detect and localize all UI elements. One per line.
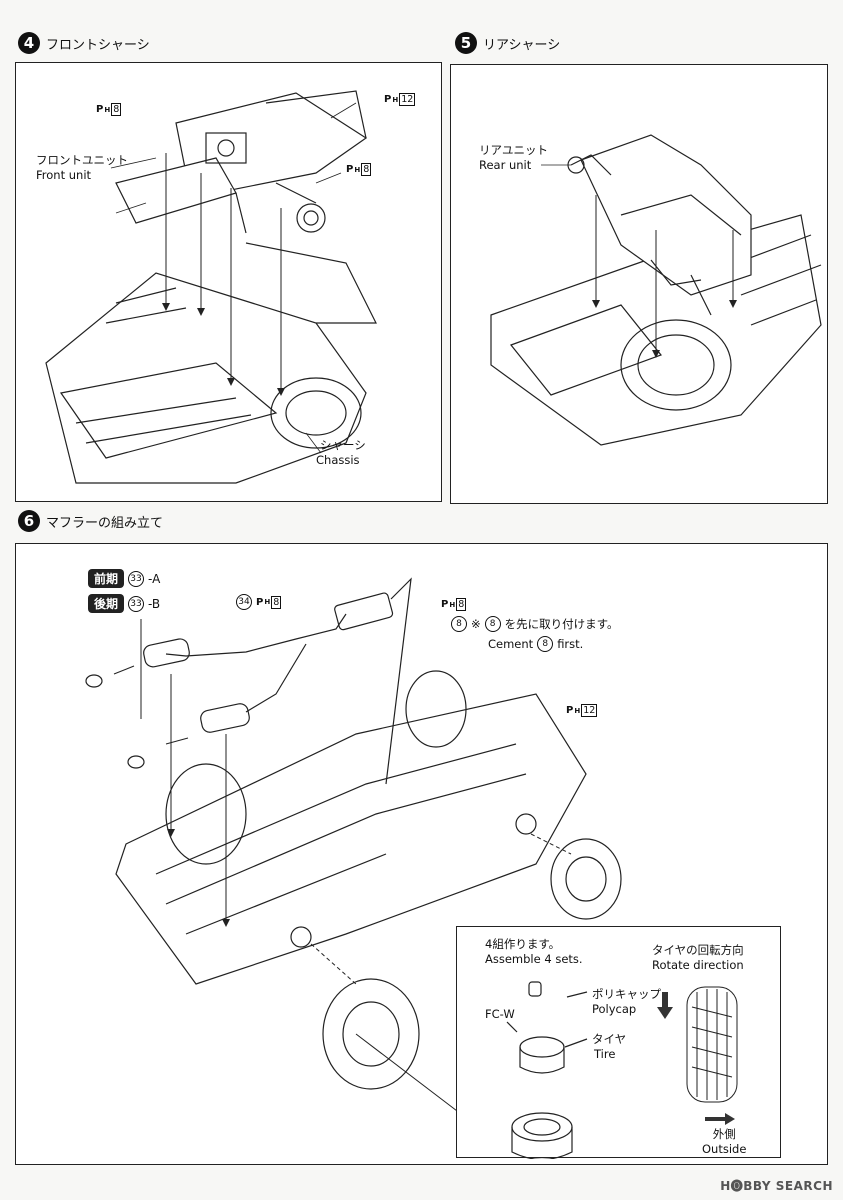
hobby-search-watermark: H🅞BBY SEARCH (720, 1179, 833, 1193)
step5-title: 5 リアシャーシ (455, 32, 560, 54)
step-title-text: フロントシャーシ (46, 37, 150, 53)
step4-title: 4 フロントシャーシ (18, 32, 150, 54)
step-number: 6 (18, 510, 40, 532)
late-variant-tag: 後期 33-B (88, 594, 160, 613)
wheel-assembly-illustration (506, 981, 738, 1159)
sets-note: 4組作ります。Assemble 4 sets. (485, 937, 583, 966)
step-title-text: マフラーの組み立て (46, 515, 164, 531)
fcw-label: FC-W (485, 1007, 515, 1021)
early-variant-tag: 前期 33-A (88, 569, 160, 588)
step6-title: 6 マフラーの組み立て (18, 510, 163, 532)
rear-chassis-illustration (490, 134, 822, 446)
front-chassis-illustration (45, 90, 377, 484)
step-title-text: リアシャーシ (483, 37, 561, 53)
step-number: 4 (18, 32, 40, 54)
step-number: 5 (455, 32, 477, 54)
muffler-assembly-illustration (85, 577, 622, 1115)
